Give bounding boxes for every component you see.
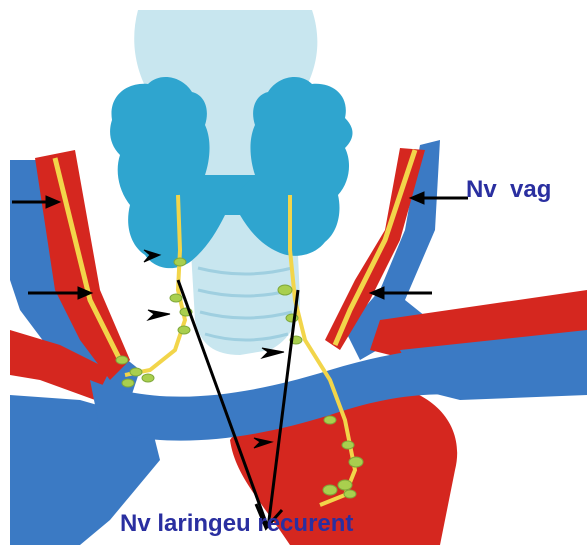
lymph-node	[344, 490, 356, 498]
lymph-node	[278, 285, 292, 295]
lymph-node	[116, 356, 128, 364]
lymph-node	[324, 416, 336, 424]
lymph-node	[338, 480, 352, 490]
lymph-node	[170, 294, 182, 302]
vagus-nerve-label: Nv vag	[466, 176, 551, 204]
lymph-node	[122, 379, 134, 387]
lymph-node	[178, 326, 190, 334]
chevron-arrowhead	[148, 310, 170, 320]
chevron-arrowhead	[262, 348, 284, 358]
lymph-node	[323, 485, 337, 495]
lymph-node	[342, 441, 354, 449]
lymph-node	[142, 374, 154, 382]
lymph-node	[174, 258, 186, 266]
recurrent-laryngeal-nerve-label: Nv laringeu recurent	[120, 510, 353, 538]
thyroid-right-lobe	[240, 77, 353, 256]
lymph-node	[130, 368, 142, 376]
lymph-node	[349, 457, 363, 467]
